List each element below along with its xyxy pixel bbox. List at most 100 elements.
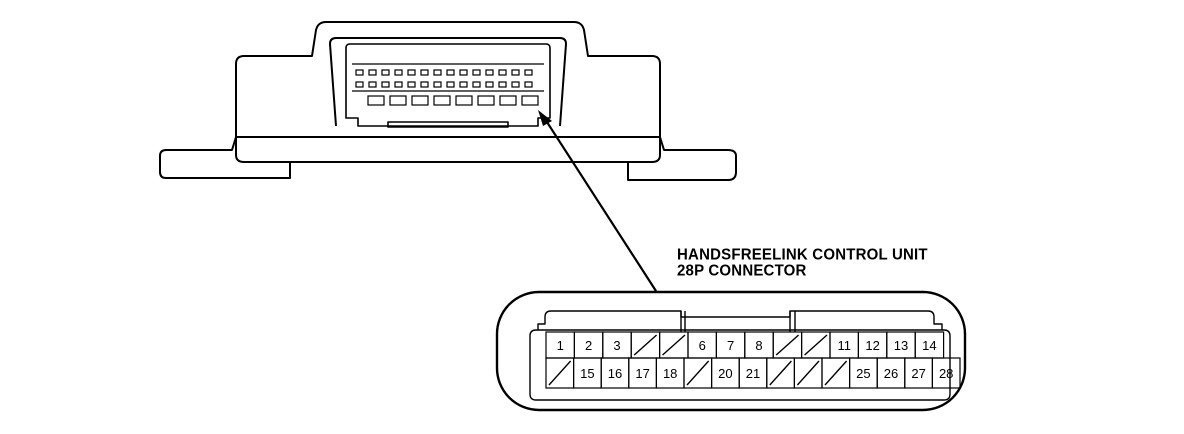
port-cavity [498, 69, 507, 76]
pin-cavity [772, 331, 803, 359]
port-cavity [459, 81, 468, 88]
port-cavity [499, 95, 517, 106]
pin-cavity: 3 [602, 331, 632, 359]
port-cavity [446, 69, 455, 76]
pin-cavity: 15 [572, 357, 602, 389]
pin-cavity: 18 [655, 357, 685, 389]
pin-cavity: 6 [687, 331, 717, 359]
callout-title: HANDSFREELINK CONTROL UNIT [677, 245, 928, 264]
port-cavity [477, 95, 495, 106]
port-cavity [433, 81, 442, 88]
pin-number: 14 [922, 338, 936, 353]
pin-cavity: 12 [857, 331, 888, 359]
port-cavity [368, 69, 377, 76]
port-cavity [472, 69, 481, 76]
pin-cavity [683, 357, 713, 389]
pin-number: 21 [746, 366, 760, 381]
pin-number: 15 [580, 366, 594, 381]
port-cavity [394, 69, 403, 76]
pin-number: 18 [663, 366, 677, 381]
connector-port-shroud [329, 37, 567, 127]
port-cavity [394, 81, 403, 88]
connector-key [680, 311, 796, 332]
port-cavity [524, 69, 533, 76]
pin-cavity [793, 357, 823, 389]
port-cavity [407, 81, 416, 88]
pin-cavity: 11 [829, 331, 859, 359]
pin-cavity: 7 [715, 331, 746, 359]
port-cavity [455, 95, 473, 106]
pin-number: 1 [557, 338, 564, 353]
port-cavity [433, 69, 442, 76]
pin-cavity: 8 [744, 331, 774, 359]
pin-number: 3 [613, 338, 620, 353]
port-cavity [433, 95, 451, 106]
pin-cavity [766, 357, 795, 389]
control-unit-housing [159, 21, 737, 181]
pin-cavity: 17 [628, 357, 657, 389]
leader-arrow [538, 110, 657, 292]
pin-cavity: 13 [886, 331, 916, 359]
pin-cavity: 1 [545, 331, 575, 359]
port-cavity [524, 81, 533, 88]
port-cavity [381, 69, 390, 76]
pin-cavity: 26 [876, 357, 906, 389]
pin-number: 27 [911, 366, 925, 381]
pin-number: 26 [884, 366, 898, 381]
port-cavity [381, 81, 390, 88]
connector-inner-frame [537, 310, 943, 330]
port-cavity [521, 95, 539, 106]
port-cavity [407, 69, 416, 76]
pin-cavity: 2 [573, 331, 604, 359]
port-cavity [472, 81, 481, 88]
port-cavity [511, 69, 520, 76]
pin-number: 17 [635, 366, 649, 381]
port-cavity [420, 69, 429, 76]
pin-cavity: 28 [931, 357, 961, 389]
housing-body [235, 21, 661, 138]
pin-number: 20 [718, 366, 732, 381]
connector-callout: HANDSFREELINK CONTROL UNIT 28P CONNECTOR [677, 247, 1017, 279]
connector-outline [495, 290, 967, 412]
port-cavity [485, 81, 494, 88]
callout-subtitle: 28P CONNECTOR [677, 261, 807, 280]
pin-cavity [821, 357, 851, 389]
pin-number: 2 [585, 338, 592, 353]
connector-latch-bar [387, 121, 509, 128]
port-cavity [485, 69, 494, 76]
port-cavity [459, 69, 468, 76]
pin-cavity: 21 [738, 357, 768, 389]
pin-cavity: 16 [600, 357, 630, 389]
pin-cavity [800, 331, 831, 359]
pin-cavity: 14 [914, 331, 945, 359]
pin-cavity: 25 [848, 357, 878, 389]
pin-cavity [545, 357, 575, 389]
pin-number: 25 [856, 366, 870, 381]
pin-number: 8 [755, 338, 762, 353]
pin-cavity [658, 331, 689, 359]
pin-cavity [630, 331, 661, 359]
port-cavity [498, 81, 507, 88]
port-cavity [355, 81, 364, 88]
mounting-flange [159, 136, 737, 181]
port-cavity [355, 69, 364, 76]
pin-number: 11 [837, 338, 851, 353]
pin-number: 16 [608, 366, 622, 381]
port-cavity [446, 81, 455, 88]
port-cavity [411, 95, 429, 106]
port-cavity [511, 81, 520, 88]
housing-lower-step [235, 137, 661, 163]
pin-cavity: 20 [710, 357, 740, 389]
pin-number: 7 [727, 338, 734, 353]
pin-number: 12 [865, 338, 879, 353]
port-cavity [389, 95, 407, 106]
pin-cavity: 27 [904, 357, 933, 389]
port-cavity [367, 95, 385, 106]
port-cavity [420, 81, 429, 88]
pin-number: 13 [894, 338, 908, 353]
pin-number: 28 [939, 366, 953, 381]
port-cavities [352, 63, 544, 106]
pin-number: 6 [699, 338, 706, 353]
